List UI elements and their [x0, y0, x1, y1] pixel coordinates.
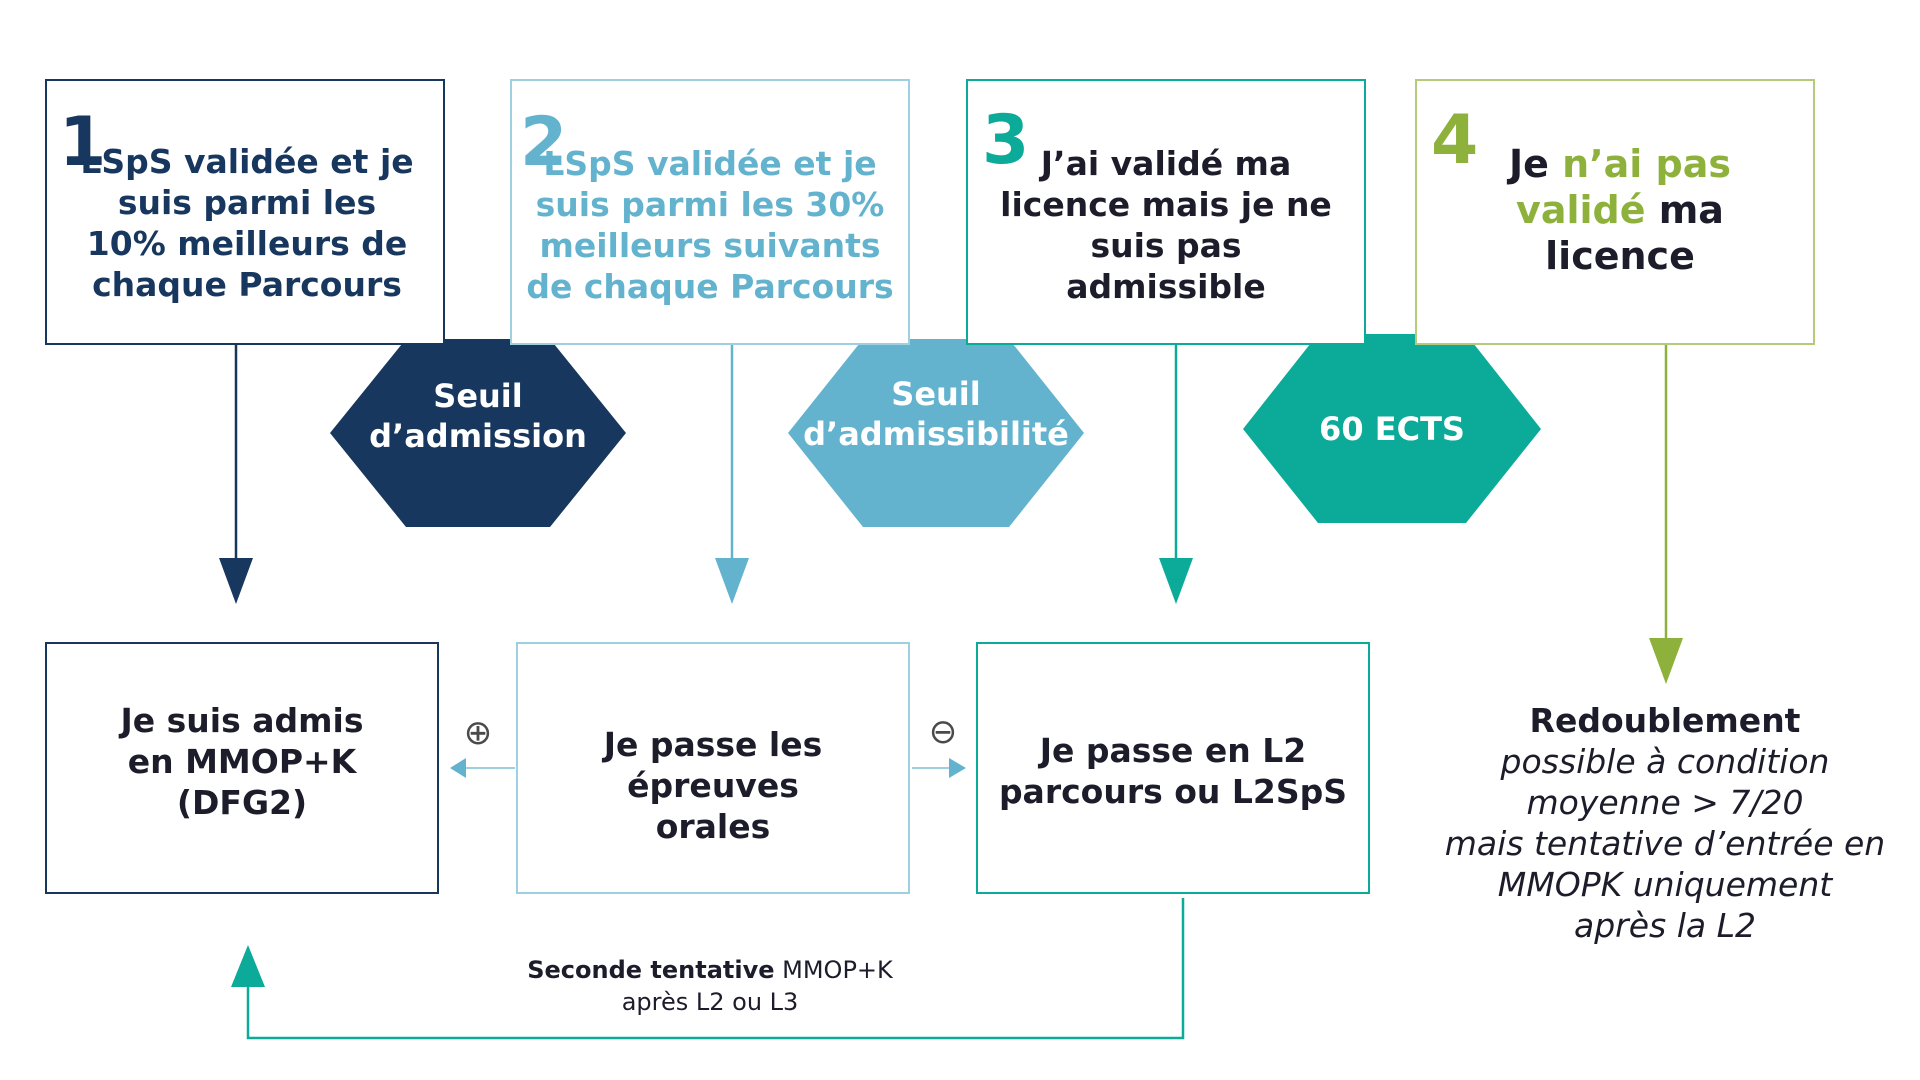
- second-attempt-note: Seconde tentative MMOP+K après L2 ou L3: [470, 954, 950, 1018]
- plus-icon: ⊕: [463, 713, 493, 753]
- hexagon-60-ects: [1243, 334, 1541, 523]
- top-box-4: 4 Je n’ai pas validé ma licence: [1415, 79, 1815, 345]
- second-attempt-bold: Seconde tentative: [527, 956, 775, 984]
- hexagon-label-ects: 60 ECTS: [1319, 410, 1465, 448]
- minus-icon: ⊖: [928, 712, 958, 752]
- arrowhead-up: [231, 945, 265, 987]
- arrowhead-3: [1159, 558, 1193, 604]
- bottom-box-oral-text: Je passe les épreuves orales: [603, 725, 823, 846]
- redoublement-line4: MMOPK uniquement: [1497, 865, 1833, 904]
- bottom-box-admis-text: Je suis admis en MMOP+K (DFG2): [120, 701, 364, 822]
- bottom-box-admis: Je suis admis en MMOP+K (DFG2): [45, 642, 439, 894]
- arrowhead-2: [715, 558, 749, 604]
- top-box-1: 1 LSpS validée et je suis parmi les 10% …: [45, 79, 445, 345]
- redoublement-line1: possible à condition: [1500, 742, 1830, 781]
- hexagon-label-admissibilite: Seuil d’admissibilité: [803, 375, 1069, 453]
- second-attempt-line2: après L2 ou L3: [621, 988, 799, 1016]
- top-box-3-text: J’ai validé ma licence mais je ne suis p…: [1000, 144, 1332, 306]
- arrowhead-1: [219, 558, 253, 604]
- bottom-box-l2: Je passe en L2 parcours ou L2SpS: [976, 642, 1370, 894]
- hexagon-seuil-admission: [330, 339, 626, 527]
- bottom-box-oral: Je passe les épreuves orales: [516, 642, 910, 894]
- top-box-1-text: LSpS validée et je suis parmi les 10% me…: [80, 142, 414, 304]
- hexagon-label-admission: Seuil d’admission: [369, 377, 587, 455]
- step-number-1: 1: [59, 103, 107, 182]
- top-box-2-text: LSpS validée et je suis parmi les 30% me…: [526, 144, 894, 306]
- text-ma-licence: ma licence: [1545, 188, 1724, 278]
- redoublement-line2: moyenne > 7/20: [1526, 783, 1804, 822]
- text-je: Je: [1509, 142, 1563, 186]
- arrow-second-attempt: [246, 898, 1185, 1040]
- arrowhead-left: [450, 758, 466, 778]
- step-number-4: 4: [1431, 101, 1479, 180]
- top-box-3: 3 J’ai validé ma licence mais je ne suis…: [966, 79, 1366, 345]
- step-number-3: 3: [982, 101, 1030, 180]
- redoublement-line5: après la L2: [1574, 906, 1756, 945]
- arrowhead-4: [1649, 638, 1683, 684]
- second-attempt-line1: Seconde tentative MMOP+K: [470, 954, 950, 986]
- redoublement-note: Redoublement possible à condition moyenn…: [1420, 700, 1910, 946]
- hexagon-seuil-admissibilite: [788, 339, 1084, 527]
- top-box-4-text: Je n’ai pas validé ma licence: [1499, 141, 1741, 279]
- second-attempt-rest: MMOP+K: [774, 956, 893, 984]
- redoublement-line3: mais tentative d’entrée en: [1444, 824, 1886, 863]
- arrowhead-right: [949, 758, 966, 778]
- redoublement-title: Redoublement: [1529, 701, 1801, 740]
- step-number-2: 2: [520, 103, 568, 182]
- bottom-box-l2-text: Je passe en L2 parcours ou L2SpS: [998, 731, 1348, 811]
- top-box-2: 2 LSpS validée et je suis parmi les 30% …: [510, 79, 910, 345]
- text-nai-pas-valide: n’ai pas validé: [1516, 142, 1731, 232]
